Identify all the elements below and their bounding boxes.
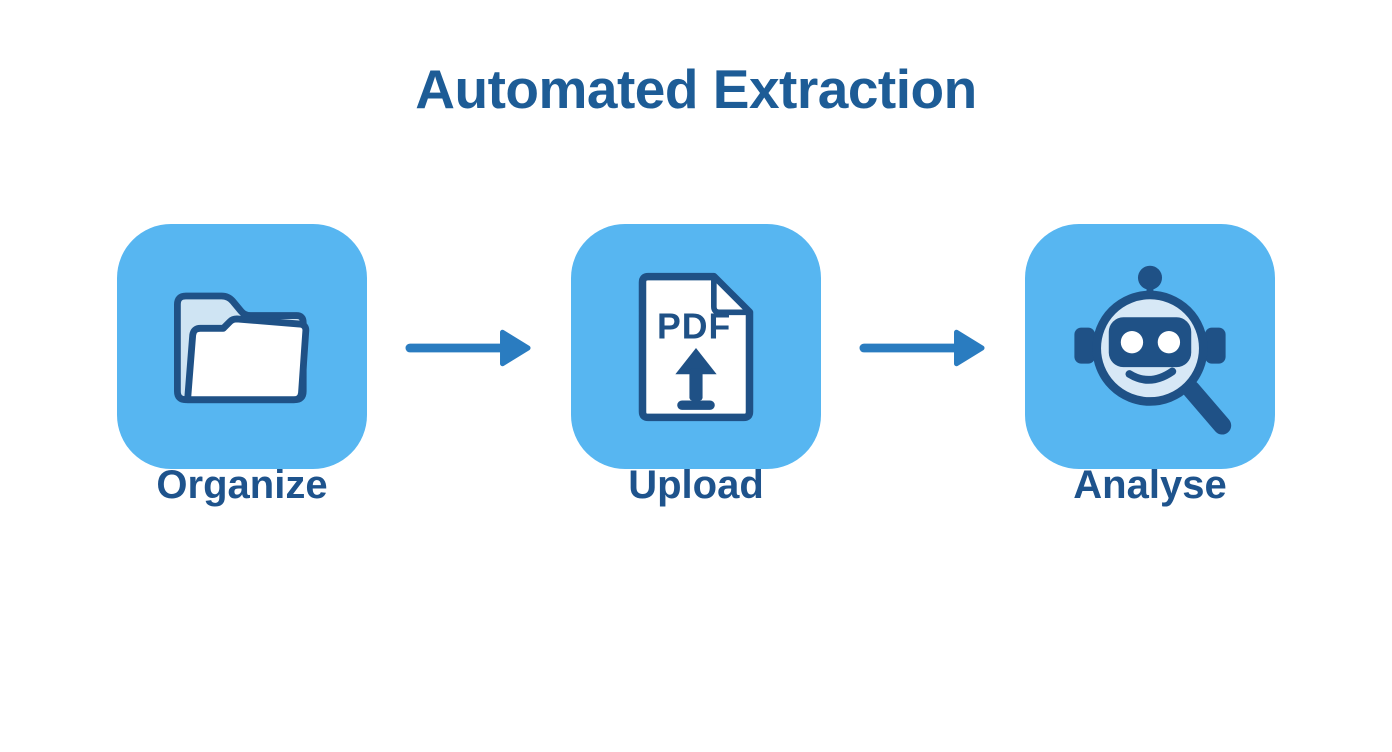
step-label-upload: Upload (628, 463, 764, 507)
pdf-label: PDF (657, 306, 731, 346)
step-organize: Organize (117, 224, 367, 508)
arrow-right-icon (405, 329, 531, 367)
organize-tile (117, 224, 367, 469)
analyse-tile (1025, 224, 1275, 469)
page-title: Automated Extraction (415, 58, 977, 120)
step-label-organize: Organize (156, 463, 328, 507)
folder-icon (174, 292, 310, 403)
step-analyse: Analyse (1025, 224, 1275, 508)
upload-tile: PDF (571, 224, 821, 469)
arrow-right-icon (859, 329, 985, 367)
step-upload: PDF Upload (571, 224, 821, 508)
flow-row: Organize PDF Uploa (0, 224, 1392, 508)
pdf-upload-icon: PDF (638, 272, 754, 421)
robot-magnifier-icon (1074, 265, 1232, 435)
step-label-analyse: Analyse (1073, 463, 1227, 507)
